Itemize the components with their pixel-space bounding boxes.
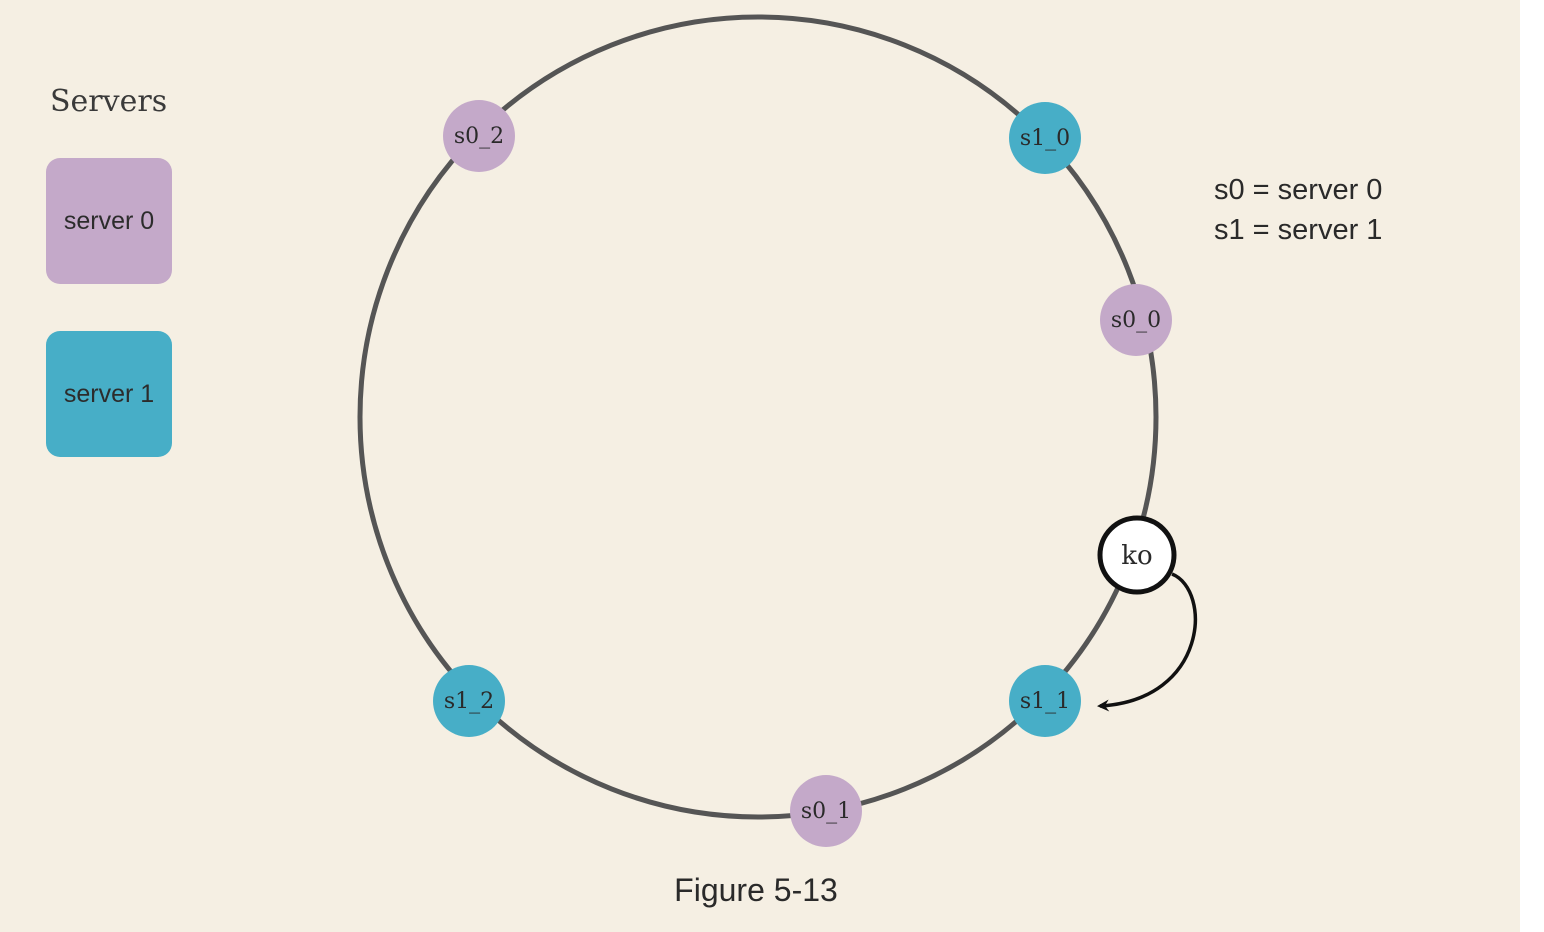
key-node-ko-label: ko	[1121, 541, 1152, 571]
ring-node-s1_2: s1_2	[433, 665, 505, 737]
abbreviation-notes: s0 = server 0 s1 = server 1	[1214, 170, 1382, 250]
abbreviation-s0: s0 = server 0	[1214, 174, 1383, 206]
ring-node-s0_2-label: s0_2	[454, 124, 504, 149]
ring-node-s0_1: s0_1	[790, 775, 862, 847]
ring-node-s0_0: s0_0	[1100, 284, 1172, 356]
key-assignment-arrow	[1097, 572, 1198, 712]
ring-node-s0_0-label: s0_0	[1111, 308, 1161, 333]
ring-node-s1_1: s1_1	[1009, 665, 1081, 737]
ring-node-s0_2: s0_2	[443, 100, 515, 172]
legend-server-1-label: server 1	[63, 379, 155, 408]
figure-caption: Figure 5-13	[0, 872, 1520, 909]
figure-caption-text: Figure 5-13	[674, 872, 838, 908]
ring-node-s1_0-label: s1_0	[1020, 126, 1070, 151]
ring-node-s1_1-label: s1_1	[1020, 689, 1070, 714]
page-margin	[1520, 0, 1544, 932]
legend-server-0: server 0	[46, 158, 172, 284]
legend-title: Servers	[50, 84, 168, 119]
legend-server-1: server 1	[46, 331, 172, 457]
abbreviation-s1: s1 = server 1	[1214, 214, 1383, 246]
key-node-ko: ko	[1097, 515, 1177, 595]
ring-circle	[357, 14, 1159, 820]
ring-node-s1_2-label: s1_2	[444, 689, 494, 714]
ring-node-s1_0: s1_0	[1009, 102, 1081, 174]
legend-server-0-label: server 0	[63, 206, 155, 235]
ring-node-s0_1-label: s0_1	[801, 799, 851, 824]
